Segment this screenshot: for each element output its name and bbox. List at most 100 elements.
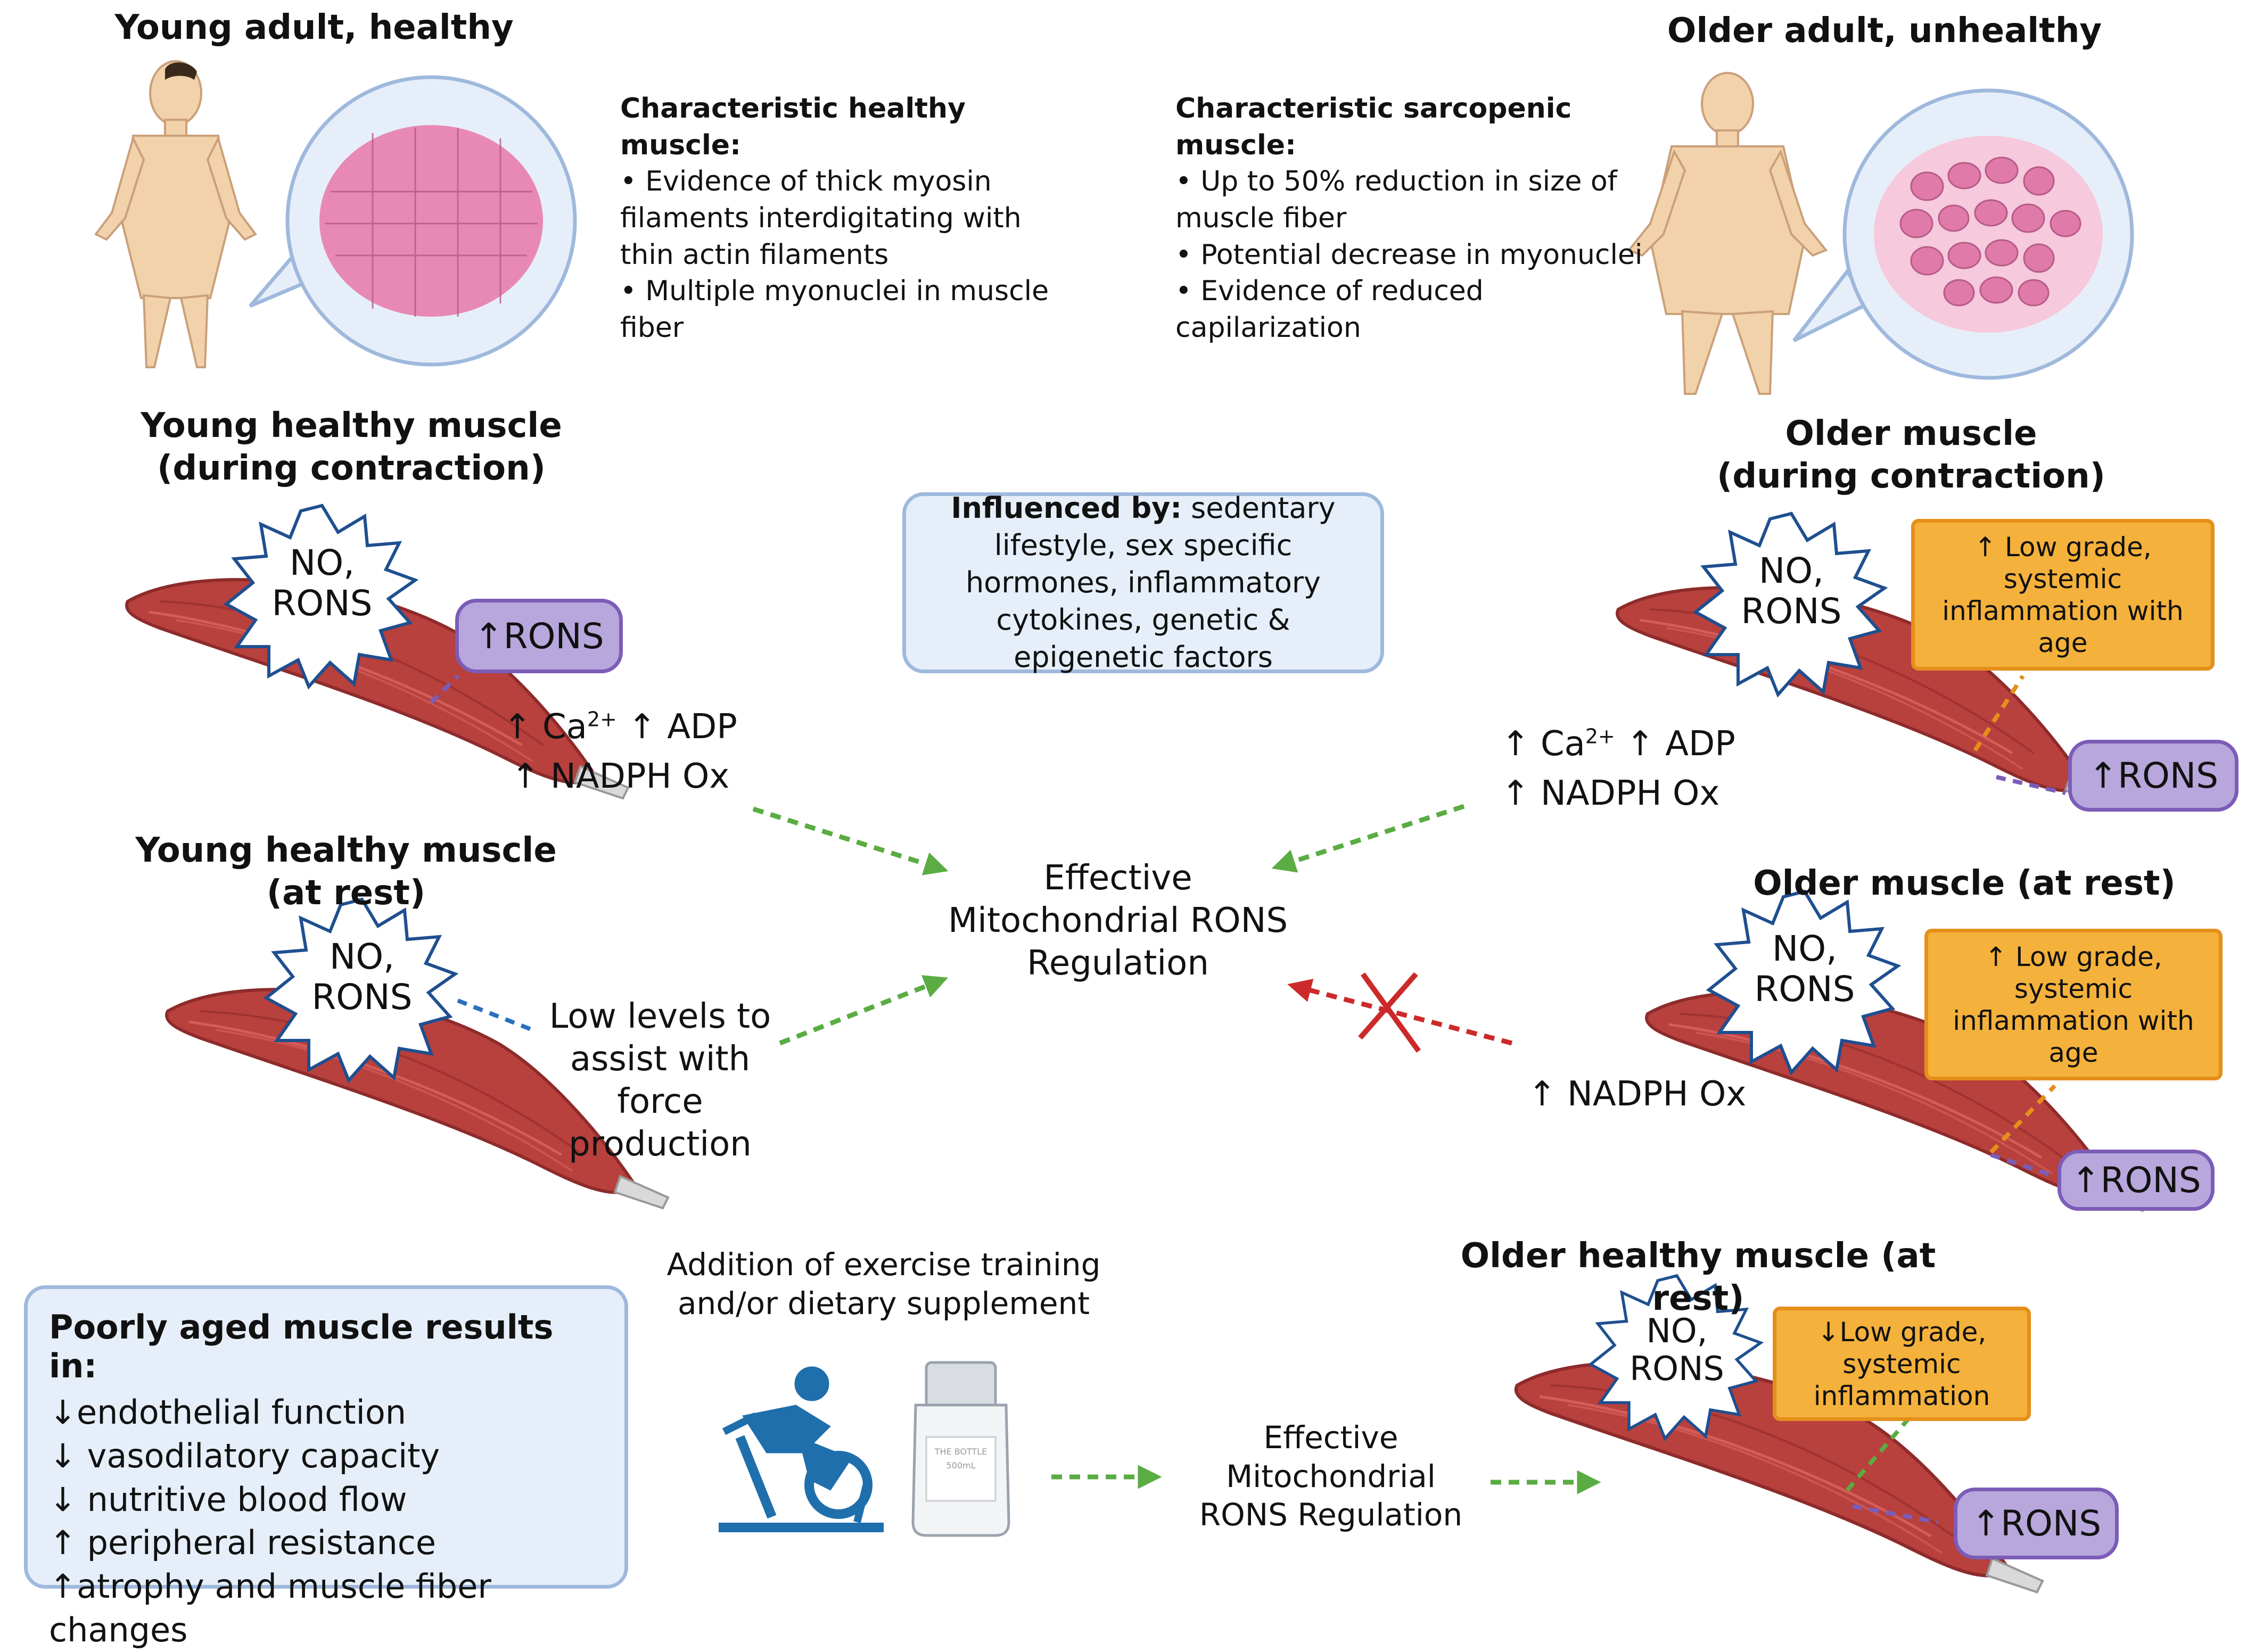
young-contraction-rons-box: ↑RONS (455, 599, 623, 673)
older-contraction-burst-label: NO, RONS (1727, 551, 1855, 632)
sarcopenic-bullet-2: • Potential decrease in myonuclei (1175, 238, 1643, 271)
supplement-bottle-icon (911, 1361, 1010, 1537)
arrow-young-contraction-to-center (752, 806, 949, 875)
note-line: production (569, 1125, 752, 1164)
diagram-canvas (94, 60, 2255, 1608)
older-rest-rons-box: ↑RONS (2058, 1150, 2215, 1211)
young-contraction-burst-label: NO, RONS (258, 543, 386, 624)
healthy-muscle-description: Characteristic healthy muscle: • Evidenc… (620, 90, 1083, 346)
burst-line2: RONS (311, 976, 413, 1018)
bottom-center-line: RONS Regulation (1199, 1497, 1463, 1533)
inflammation-line: ↑ Low grade, (1985, 941, 2162, 972)
poorly-aged-item: ↓ nutritive blood flow (49, 1480, 407, 1519)
poorly-aged-item: ↓endothelial function (49, 1393, 407, 1432)
arrow-older-contraction-to-center (1271, 804, 1465, 873)
chem-nadph: ↑ NADPH Ox (1501, 773, 1720, 813)
older-rest-burst-label: NO, RONS (1741, 929, 1869, 1010)
burst-line1: NO, (329, 936, 395, 977)
influenced-by-lead: Influenced by: (951, 491, 1182, 525)
young-contraction-chem-line1: ↑ Ca2+ ↑ ADP (503, 703, 769, 752)
burst-line1: NO, (289, 542, 355, 583)
older-healthy-burst-label: NO, RONS (1618, 1312, 1735, 1388)
sarcopenic-bullet-3: • Evidence of reduced capilarization (1175, 275, 1484, 344)
burst-line1: NO, (1758, 550, 1824, 591)
young-rest-title: Young healthy muscle (at rest) (122, 829, 570, 914)
healthy-bullet-2: • Multiple myonuclei in muscle fiber (620, 275, 1049, 344)
chem-adp: ↑ ADP (1615, 724, 1735, 764)
chem-nadph: ↑ NADPH Ox (511, 756, 730, 796)
note-line: Low levels to (549, 997, 771, 1036)
older-contraction-rons-box: ↑RONS (2068, 740, 2238, 812)
inflammation-line: systemic (2014, 973, 2133, 1004)
sarcopenic-bullet-1: • Up to 50% reduction in size of muscle … (1175, 166, 1617, 234)
inflammation-line: inflammation with (1942, 595, 2184, 626)
older-contraction-chem-line1: ↑ Ca2+ ↑ ADP (1501, 720, 1778, 769)
older-rest-inflammation-box: ↑ Low grade, systemic inflammation with … (1924, 929, 2223, 1080)
older-contraction-title-line1: Older muscle (1785, 414, 2037, 453)
influenced-by-factors: sedentary lifestyle, sex specific hormon… (965, 491, 1336, 674)
chem-ca-charge: 2+ (587, 707, 617, 731)
older-adult-title: Older adult, unhealthy (1667, 11, 2102, 51)
burst-line2: RONS (271, 582, 373, 624)
center-line: Regulation (1027, 944, 1209, 983)
healthy-tissue-bubble (249, 75, 577, 367)
older-healthy-inflammation-box: ↓Low grade, systemic inflammation (1773, 1307, 2031, 1421)
connector-older-healthy-rons (1852, 1504, 1938, 1524)
burst-line1: NO, (1772, 928, 1838, 969)
burst-line2: RONS (1754, 968, 1855, 1010)
older-healthy-rons-box: ↑RONS (1954, 1488, 2119, 1559)
influenced-by-box: Influenced by: sedentary lifestyle, sex … (902, 491, 1384, 674)
older-adult-figure (1627, 72, 1828, 395)
sarcopenic-tissue-bubble (1792, 88, 2134, 380)
older-healthy-rest-title: Older healthy muscle (at rest) (1460, 1236, 1936, 1318)
note-line: force (617, 1082, 703, 1121)
chem-ca-charge: 2+ (1585, 724, 1615, 748)
poorly-aged-box: Poorly aged muscle results in: ↓endothel… (24, 1285, 628, 1649)
burst-line1: NO, (1646, 1311, 1708, 1350)
poorly-aged-item: ↑atrophy and muscle fiber changes (49, 1567, 491, 1650)
connector-young-rons (430, 674, 459, 704)
bottle-label-line: 500mL (946, 1460, 976, 1471)
bottom-effective-regulation: Effective Mitochondrial RONS Regulation (1182, 1418, 1480, 1534)
young-contraction-title: Young healthy muscle (during contraction… (133, 404, 570, 490)
young-adult-title: Young adult, healthy (114, 8, 514, 47)
connector-older-contraction-orange (1973, 674, 2025, 752)
young-adult-figure (94, 60, 258, 368)
intervention-line: Addition of exercise training (666, 1246, 1101, 1283)
center-line: Mitochondrial RONS (948, 901, 1288, 940)
blocked-x-icon (1358, 972, 1421, 1053)
young-rest-title-line2: (at rest) (266, 873, 426, 913)
bottle-label: THE BOTTLE 500mL (929, 1445, 993, 1472)
intervention-label: Addition of exercise training and/or die… (655, 1245, 1113, 1323)
poorly-aged-item: ↑ peripheral resistance (49, 1523, 437, 1563)
intervention-line: and/or dietary supplement (677, 1285, 1090, 1321)
inflammation-line: inflammation with (1953, 1005, 2194, 1036)
arrow-older-rest-to-center-blocked (1287, 978, 1513, 1046)
connector-young-rest-blue (457, 998, 533, 1032)
young-contraction-title-line1: Young healthy muscle (141, 406, 562, 445)
sarcopenic-muscle-heading: Characteristic sarcopenic muscle: (1175, 93, 1572, 161)
bottle-label-line: THE BOTTLE (934, 1447, 987, 1457)
bottom-center-line: Mitochondrial (1226, 1458, 1436, 1494)
chem-adp: ↑ ADP (616, 707, 737, 747)
young-contraction-chem: ↑ Ca2+ ↑ ADP ↑ NADPH Ox (503, 703, 769, 802)
older-contraction-title: Older muscle (during contraction) (1682, 412, 2140, 498)
burst-line2: RONS (1741, 590, 1842, 632)
poorly-aged-heading: Poorly aged muscle results in: (49, 1308, 554, 1385)
note-line: assist with (570, 1039, 751, 1079)
healthy-bullet-1: • Evidence of thick myosin filaments int… (620, 166, 1022, 271)
inflammation-line: systemic (1842, 1348, 1961, 1380)
inflammation-line: ↑ Low grade, (1974, 531, 2152, 563)
young-rest-title-line1: Young healthy muscle (135, 831, 557, 870)
young-contraction-title-line2: (during contraction) (157, 449, 546, 488)
poorly-aged-item: ↓ vasodilatory capacity (49, 1436, 440, 1475)
older-contraction-title-line2: (during contraction) (1717, 457, 2105, 496)
connector-older-contraction-rons (1996, 775, 2066, 795)
center-line: Effective (1043, 858, 1192, 898)
arrow-young-rest-to-center (779, 975, 948, 1046)
inflammation-line: systemic (2003, 563, 2122, 594)
inflammation-line: age (2038, 627, 2088, 658)
inflammation-line: inflammation (1813, 1380, 1990, 1411)
chem-ca: ↑ Ca (1501, 724, 1585, 764)
young-rest-note: Low levels to assist with force producti… (532, 995, 788, 1166)
